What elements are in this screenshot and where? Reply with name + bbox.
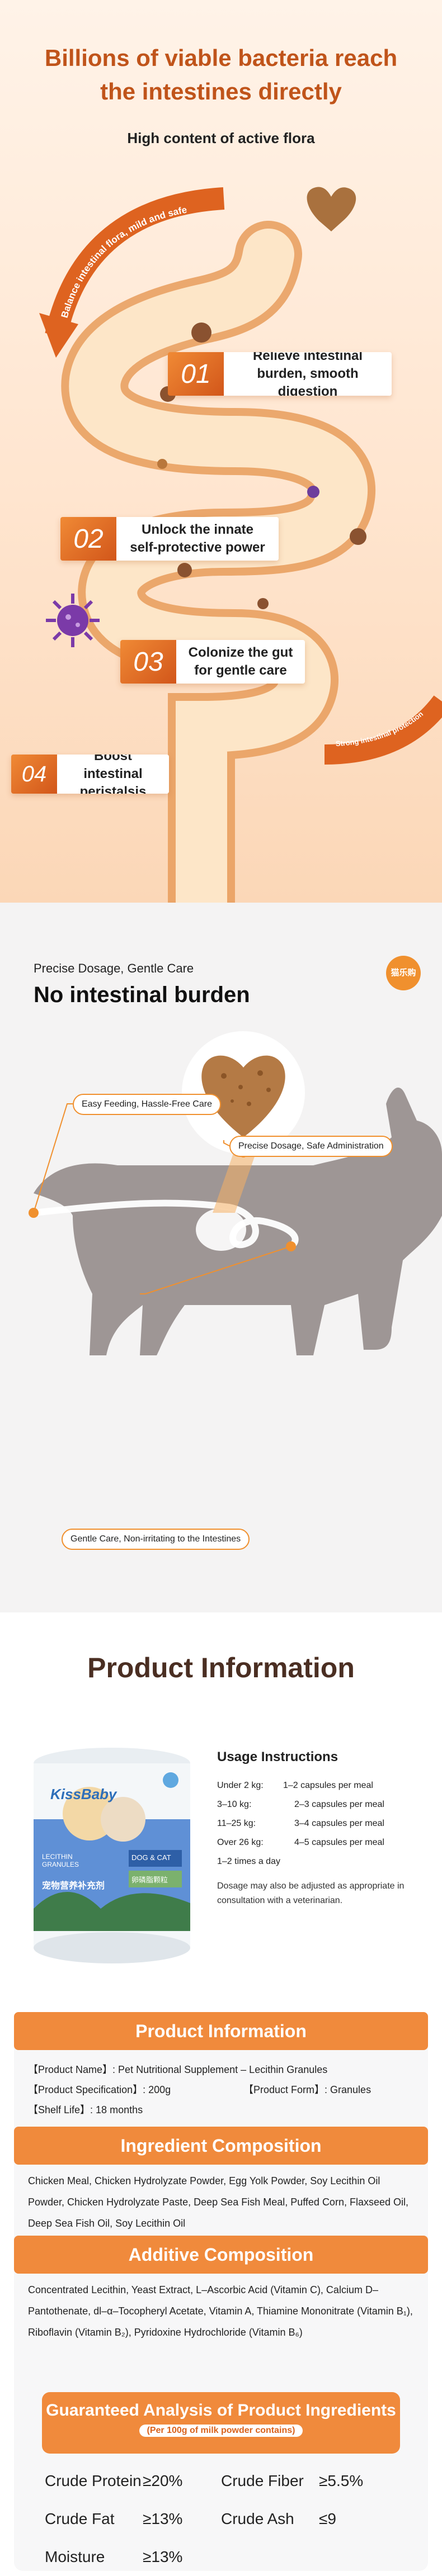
- callout-easy-feeding: Easy Feeding, Hassle-Free Care: [73, 1094, 221, 1115]
- benefit-tag-4: 04 Boost intestinal peristalsis: [11, 755, 169, 794]
- benefit-text: Colonize the gut for gentle care: [176, 640, 305, 684]
- hero-title-line2: the intestines directly: [100, 78, 342, 105]
- hero-title-line1: Billions of viable bacteria reach: [44, 45, 398, 71]
- intestine-section: Billions of viable bacteria reach the in…: [0, 0, 442, 903]
- usage-row: Under 2 kg: 1–2 capsules per meal: [217, 1781, 373, 1790]
- brand-logo: 猫乐购: [386, 956, 421, 990]
- benefit-number: 02: [60, 517, 116, 561]
- usage-row: 3–10 kg: 2–3 capsules per meal: [217, 1800, 384, 1809]
- callout-gentle-care: Gentle Care, Non-irritating to the Intes…: [62, 1529, 250, 1550]
- callout-precise-dosage: Precise Dosage, Safe Administration: [229, 1136, 393, 1157]
- benefit-text: Unlock the innate self-protective power: [116, 517, 279, 561]
- additive-bar: Additive Composition: [14, 2236, 428, 2274]
- usage-title: Usage Instructions: [217, 1749, 338, 1764]
- analysis-subtitle: (Per 100g of milk powder contains): [139, 2425, 303, 2437]
- analysis-row: Moisture≥13%: [45, 2548, 183, 2565]
- info-product-name: 【Product Name】: Pet Nutritional Suppleme…: [28, 2064, 328, 2075]
- benefit-number: 04: [11, 755, 57, 794]
- additive-text: Concentrated Lecithin, Yeast Extract, L–…: [28, 2284, 413, 2338]
- analysis-grid: Crude Protein≥20% Crude Fiber≥5.5% Crude…: [45, 2462, 397, 2576]
- analysis-row: Crude Fat≥13% Crude Ash≤9: [45, 2510, 336, 2527]
- ingredient-text: Chicken Meal, Chicken Hydrolyzate Powder…: [28, 2175, 408, 2229]
- can-tag-lecithin: 卵磷脂颗粒: [131, 1876, 168, 1884]
- product-section-title: Product Information: [87, 1652, 355, 1683]
- cat-title: No intestinal burden: [34, 983, 250, 1007]
- usage-note: Dosage may also be adjusted as appropria…: [217, 1881, 405, 1905]
- info-spec: 【Product Specification】: 200g: [28, 2084, 171, 2095]
- can-name-cn: 宠物营养补充剂: [42, 1881, 105, 1891]
- benefit-text: Relieve intestinal burden, smooth digest…: [224, 352, 392, 396]
- analysis-bar: Guaranteed Analysis of Product Ingredien…: [42, 2392, 400, 2454]
- info-form: 【Product Form】: Granules: [243, 2084, 372, 2095]
- benefit-number: 03: [120, 640, 176, 684]
- usage-frequency: 1–2 times a day: [217, 1857, 280, 1866]
- hero-subtitle: High content of active flora: [127, 130, 315, 146]
- product-can-image: KissBaby LECITHIN GRANULES 宠物营养补充剂 DOG &…: [22, 1741, 201, 1970]
- ingredient-bar: Ingredient Composition: [14, 2127, 428, 2165]
- can-label-en: LECITHIN GRANULES: [42, 1853, 79, 1868]
- analysis-title: Guaranteed Analysis of Product Ingredien…: [46, 2401, 396, 2420]
- benefit-number: 01: [168, 352, 224, 396]
- usage-row: 11–25 kg: 3–4 capsules per meal: [217, 1819, 384, 1828]
- can-tag-dogcat: DOG & CAT: [131, 1853, 171, 1862]
- benefit-tag-2: 02 Unlock the innate self-protective pow…: [60, 517, 279, 561]
- benefit-tag-3: 03 Colonize the gut for gentle care: [120, 640, 305, 684]
- usage-instructions: Usage Instructions Under 2 kg: 1–2 capsu…: [217, 1749, 424, 1908]
- product-section: Product Information KissBaby LECITHIN GR…: [0, 1612, 442, 2571]
- can-brand: KissBaby: [50, 1786, 117, 1802]
- benefit-text: Boost intestinal peristalsis: [57, 755, 169, 794]
- product-info-bar: Product Information: [14, 2012, 428, 2050]
- cat-illustration: [29, 1031, 442, 1355]
- cat-section: Precise Dosage, Gentle Care No intestina…: [0, 903, 442, 1612]
- benefit-tag-1: 01 Relieve intestinal burden, smooth dig…: [168, 352, 392, 396]
- usage-row: Over 26 kg: 4–5 capsules per meal: [217, 1838, 384, 1847]
- product-info-panel: Product Information 【Product Name】: Pet …: [14, 2012, 428, 2571]
- analysis-row: Crude Protein≥20% Crude Fiber≥5.5%: [45, 2472, 364, 2489]
- info-shelf-life: 【Shelf Life】: 18 months: [28, 2104, 143, 2115]
- cat-kicker: Precise Dosage, Gentle Care: [34, 961, 194, 975]
